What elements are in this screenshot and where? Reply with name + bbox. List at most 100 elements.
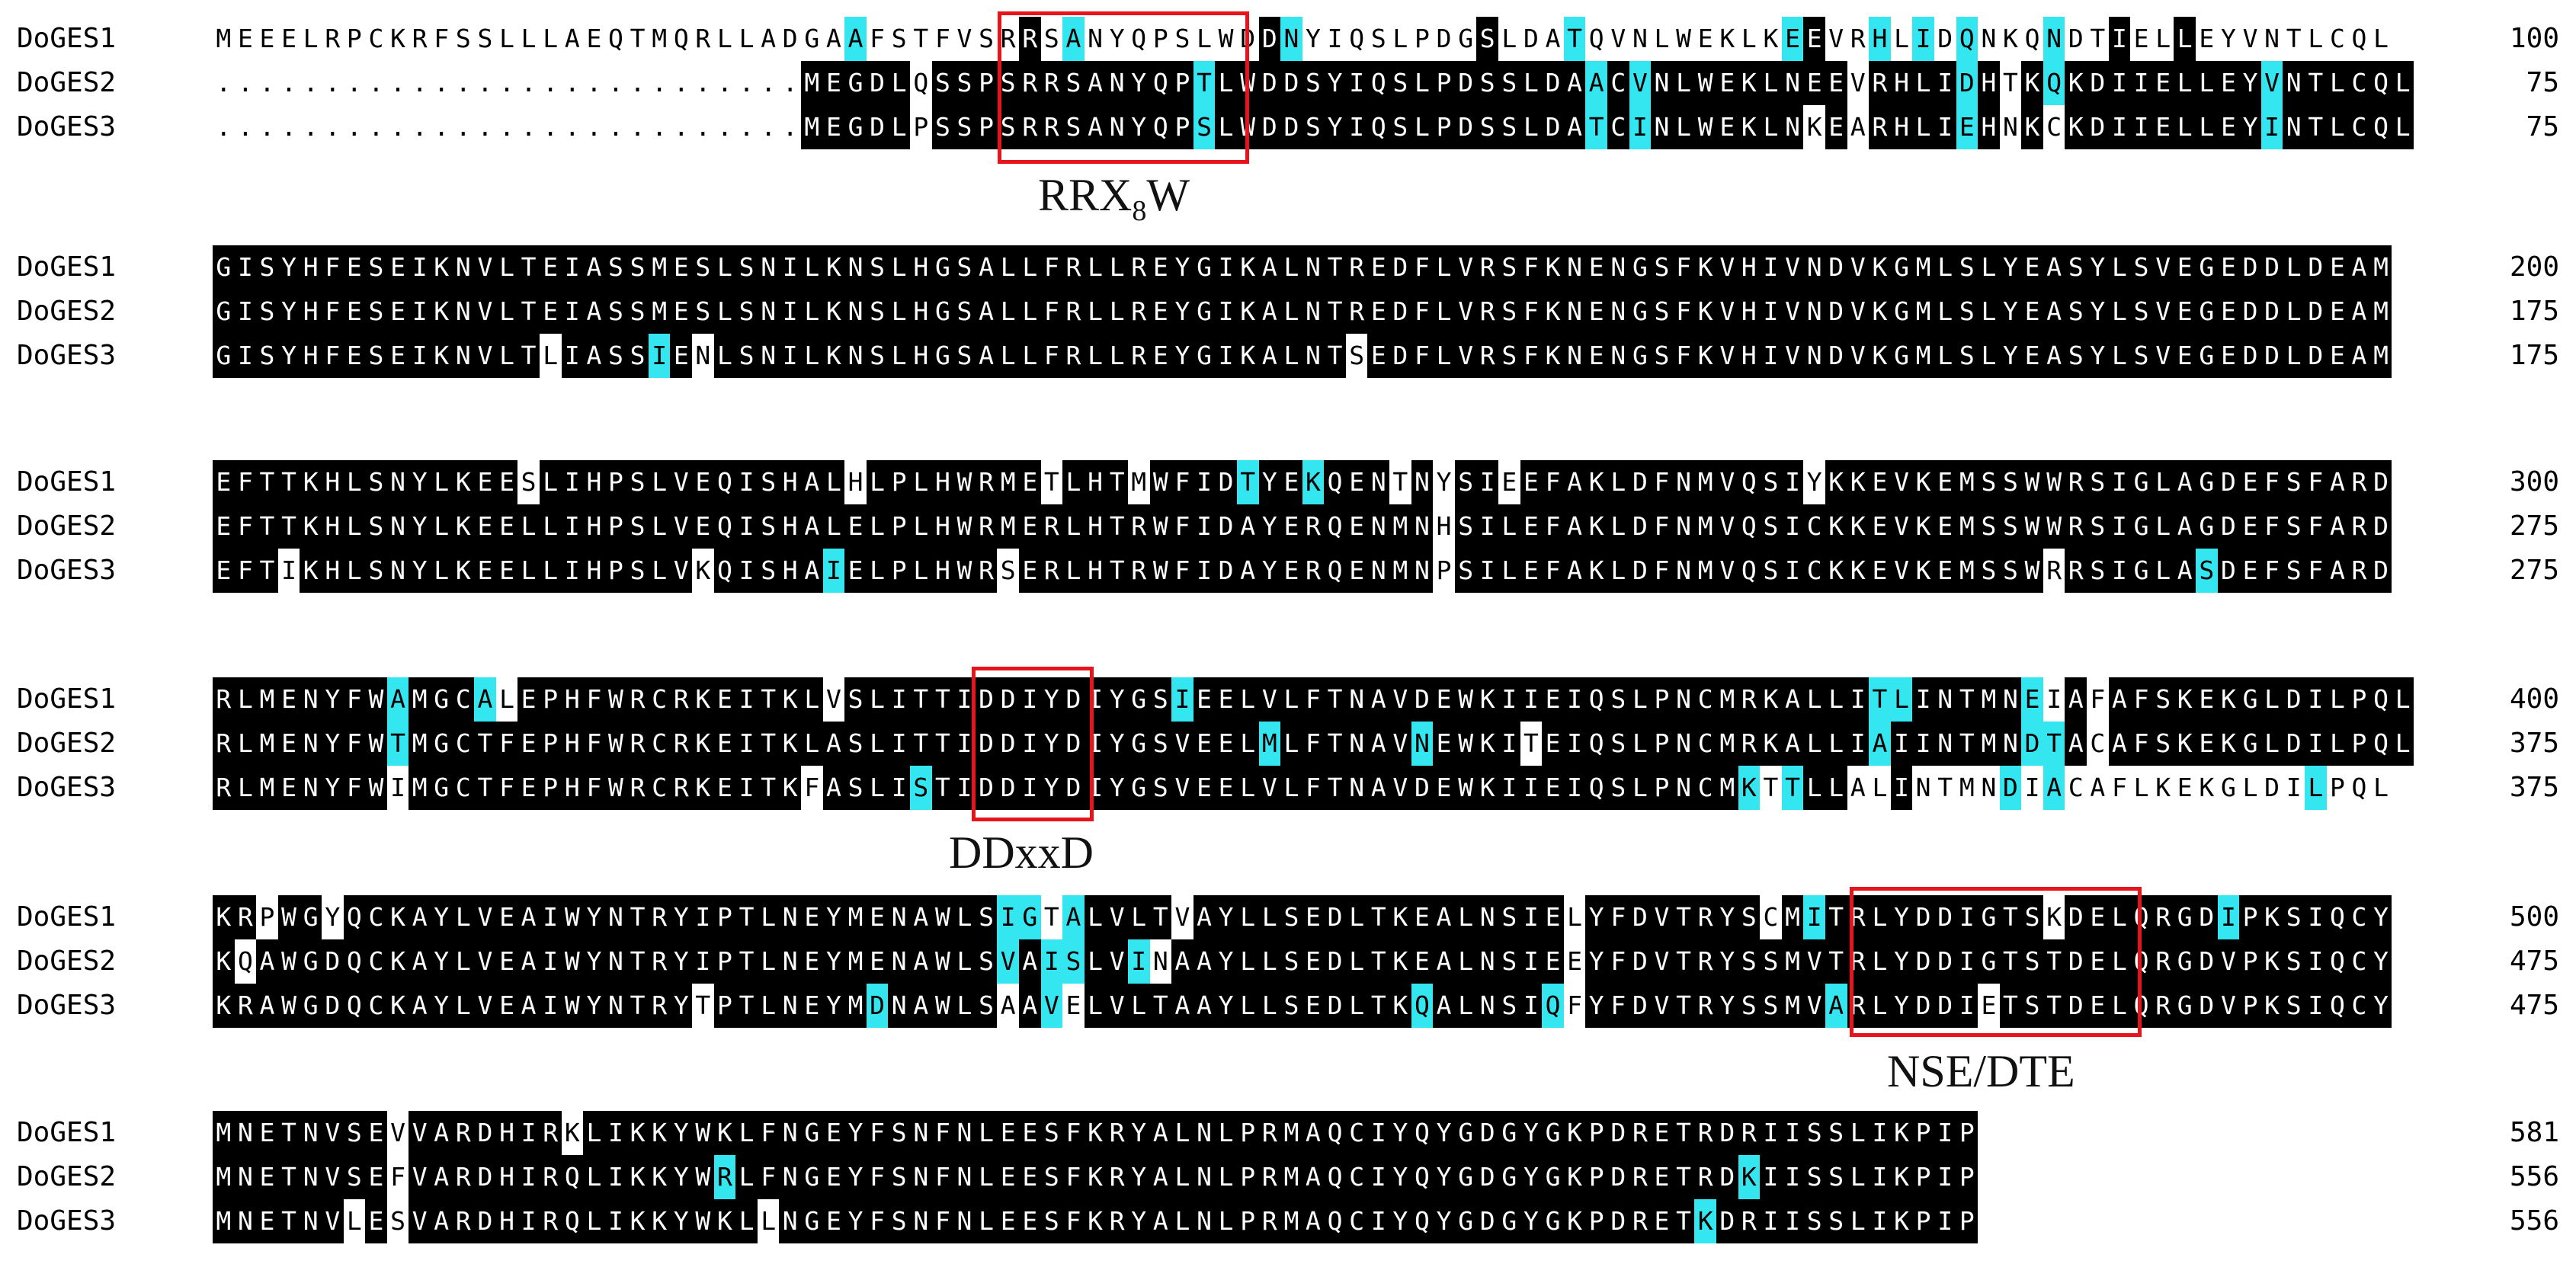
residue: E bbox=[1585, 245, 1607, 290]
residue: P bbox=[1411, 17, 1434, 61]
residue: L bbox=[1062, 549, 1085, 593]
residue: S bbox=[735, 290, 758, 334]
residue: Y bbox=[321, 895, 344, 939]
residue: H bbox=[495, 1155, 518, 1199]
residue: V bbox=[1106, 939, 1128, 984]
residue: K bbox=[1803, 105, 1825, 149]
residue: L bbox=[539, 460, 562, 504]
residue-position-number: 475 bbox=[2509, 990, 2559, 1021]
residue: L bbox=[713, 290, 736, 334]
residue: K bbox=[2217, 722, 2240, 766]
residue: N bbox=[1411, 549, 1434, 593]
residue: L bbox=[2196, 61, 2218, 105]
residue: T bbox=[2043, 722, 2065, 766]
residue: F bbox=[343, 677, 366, 722]
residue: L bbox=[2369, 766, 2392, 810]
residue: L bbox=[2260, 677, 2283, 722]
residue: H bbox=[1084, 549, 1107, 593]
residue: E bbox=[474, 549, 496, 593]
residue: . bbox=[213, 105, 235, 149]
residue: F bbox=[583, 766, 605, 810]
residue: G bbox=[1542, 1111, 1564, 1155]
residue: Y bbox=[1520, 1111, 1543, 1155]
residue: K bbox=[1236, 245, 1259, 290]
residue: T bbox=[1324, 245, 1346, 290]
residue: Q bbox=[2326, 939, 2349, 984]
residue: E bbox=[822, 1199, 845, 1243]
residue: N bbox=[1106, 105, 1128, 149]
residue: R bbox=[648, 984, 671, 1028]
residue: P bbox=[1171, 61, 1193, 105]
residue: E bbox=[1215, 722, 1237, 766]
residue: G bbox=[931, 245, 954, 290]
residue: E bbox=[2130, 17, 2152, 61]
residue: S bbox=[1367, 17, 1390, 61]
residue: S bbox=[735, 245, 758, 290]
residue: S bbox=[757, 504, 780, 549]
residue: A bbox=[1193, 984, 1216, 1028]
residue: K bbox=[386, 939, 409, 984]
residue: H bbox=[321, 460, 344, 504]
residue: K bbox=[1694, 1199, 1716, 1243]
residue: F bbox=[1651, 460, 1673, 504]
residue: K bbox=[1694, 290, 1716, 334]
residue: S bbox=[692, 245, 714, 290]
residue: E bbox=[1433, 766, 1455, 810]
residue: D bbox=[2196, 939, 2218, 984]
residue: K bbox=[2217, 677, 2240, 722]
residue: V bbox=[1106, 895, 1128, 939]
residue: T bbox=[1236, 460, 1259, 504]
residue: I bbox=[1781, 549, 1804, 593]
residue: L bbox=[430, 504, 453, 549]
residue: N bbox=[1367, 504, 1390, 549]
residue: F bbox=[1607, 939, 1629, 984]
residue: E bbox=[517, 766, 540, 810]
residue: A bbox=[1084, 105, 1107, 149]
residue: A bbox=[583, 245, 605, 290]
residue: L bbox=[2305, 766, 2327, 810]
residue: A bbox=[2326, 549, 2349, 593]
residue: Y bbox=[1803, 460, 1825, 504]
residue: K bbox=[713, 1199, 736, 1243]
residue: S bbox=[1956, 245, 1978, 290]
residue: A bbox=[1825, 984, 1847, 1028]
residue: T bbox=[910, 722, 932, 766]
residue: K bbox=[626, 1111, 649, 1155]
residue: S bbox=[2021, 984, 2043, 1028]
residue: R bbox=[2348, 549, 2370, 593]
residue: R bbox=[1040, 504, 1063, 549]
residue: N bbox=[953, 1155, 976, 1199]
residue: L bbox=[1454, 984, 1477, 1028]
residue: E bbox=[844, 504, 867, 549]
residue: R bbox=[321, 17, 344, 61]
residue: C bbox=[1345, 1111, 1368, 1155]
residue: E bbox=[1345, 549, 1368, 593]
residue: R bbox=[670, 766, 693, 810]
residue: F bbox=[2260, 504, 2283, 549]
residue: K bbox=[2021, 61, 2043, 105]
residue: L bbox=[1106, 245, 1128, 290]
residue: H bbox=[1869, 17, 1891, 61]
residue: D bbox=[1956, 61, 1978, 105]
residue: S bbox=[1498, 895, 1520, 939]
residue: L bbox=[2108, 245, 2131, 290]
residue: D bbox=[1520, 17, 1543, 61]
residue: T bbox=[1672, 895, 1695, 939]
residue: T bbox=[1934, 766, 1956, 810]
residue: L bbox=[539, 549, 562, 593]
residue: N bbox=[1912, 766, 1934, 810]
residue: D bbox=[1258, 61, 1281, 105]
residue: . bbox=[779, 61, 802, 105]
residue: N bbox=[1476, 984, 1499, 1028]
residue: D bbox=[2217, 549, 2240, 593]
residue: S bbox=[626, 290, 649, 334]
residue: V bbox=[409, 1111, 431, 1155]
residue: T bbox=[2283, 17, 2305, 61]
residue: F bbox=[2130, 722, 2152, 766]
residue: R bbox=[1040, 61, 1063, 105]
residue: F bbox=[1171, 504, 1193, 549]
residue: T bbox=[1825, 895, 1847, 939]
residue: E bbox=[277, 766, 300, 810]
residue: M bbox=[2369, 290, 2392, 334]
